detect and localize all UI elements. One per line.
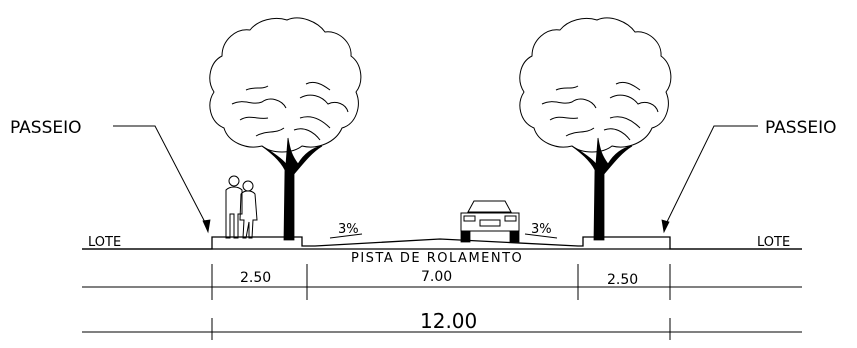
dim-sidewalk-left: 2.50 [240, 270, 271, 286]
lote-left-label: LOTE [88, 235, 121, 250]
tree-left [209, 17, 362, 241]
ground-profile [82, 236, 802, 250]
passeio-left-arrowhead [202, 219, 211, 234]
dim-sidewalk-right: 2.50 [607, 272, 638, 288]
pedestrians [225, 175, 258, 239]
passeio-left-label: PASSEIO [10, 118, 82, 138]
pista-label: PISTA DE ROLAMENTO [351, 251, 523, 266]
car [460, 200, 520, 243]
slope-right-label: 3% [531, 222, 552, 237]
passeio-left-leader [113, 125, 209, 229]
tree-right [519, 17, 672, 241]
passeio-right-label: PASSEIO [765, 118, 837, 138]
slope-right-arrow [524, 233, 558, 239]
dim-carriageway: 7.00 [421, 269, 452, 285]
slope-left-label: 3% [338, 222, 359, 237]
passeio-right-arrowhead [661, 219, 670, 234]
dimension-lines [82, 264, 802, 340]
slope-left-arrow [329, 233, 363, 239]
dim-total: 12.00 [420, 309, 477, 333]
passeio-right-leader [663, 125, 758, 229]
lote-right-label: LOTE [757, 235, 790, 250]
